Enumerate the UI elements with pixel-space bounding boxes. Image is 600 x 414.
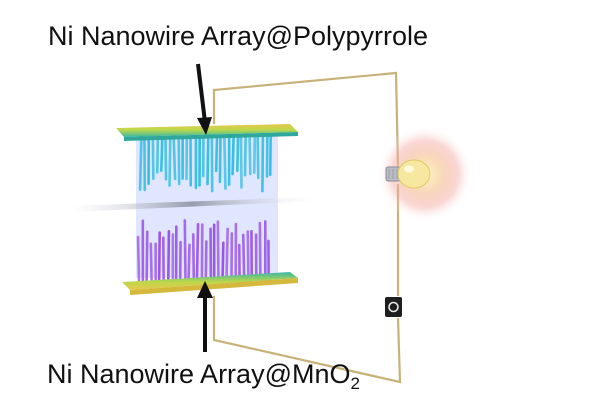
nanowire xyxy=(187,243,191,285)
top-nanowire-array xyxy=(138,135,272,193)
bottom-pointer-arrow xyxy=(197,281,213,352)
bottom-current-collector xyxy=(122,272,298,295)
nanowire xyxy=(191,233,196,285)
nanowire xyxy=(172,135,177,181)
bottom-electrode-label-subscript: 2 xyxy=(350,374,360,393)
nanowire xyxy=(206,135,210,186)
nanowire xyxy=(145,230,149,285)
nanowire xyxy=(157,231,161,285)
separator-sheet xyxy=(66,197,318,212)
nanowire xyxy=(155,135,160,174)
nanowire xyxy=(149,242,153,285)
light-bulb-icon xyxy=(385,159,431,189)
nanowire xyxy=(164,135,168,181)
nanowire xyxy=(218,135,222,184)
nanowire xyxy=(252,135,257,174)
nanowire xyxy=(166,229,171,285)
nanowire xyxy=(204,240,208,285)
top-electrode-label-text: Ni Nanowire Array@Polypyrrole xyxy=(48,21,429,51)
nanowire xyxy=(239,135,243,189)
nanowire xyxy=(183,219,187,285)
nanowire xyxy=(248,135,252,176)
nanowire xyxy=(225,227,229,285)
nanowire xyxy=(258,221,262,285)
nanowire xyxy=(246,230,250,285)
nanowire xyxy=(168,135,172,187)
top-pointer-arrow xyxy=(196,63,212,135)
nanowire xyxy=(231,135,235,176)
nanowire xyxy=(236,135,240,172)
nanowire xyxy=(214,135,219,173)
nanowire xyxy=(136,235,141,285)
nanowire xyxy=(195,222,200,285)
bottom-electrode-label-text: Ni Nanowire Array@MnO xyxy=(47,359,351,389)
nanowire xyxy=(159,135,164,172)
top-electrode-label: Ni Nanowire Array@Polypyrrole xyxy=(48,20,428,52)
nanowire xyxy=(243,135,247,177)
switch-icon xyxy=(385,297,402,317)
nanowire xyxy=(216,220,220,285)
bottom-nanowire-array xyxy=(136,219,270,285)
nanowire xyxy=(138,135,143,191)
bottom-electrode-label: Ni Nanowire Array@MnO2 xyxy=(47,358,360,394)
nanowire xyxy=(223,135,227,190)
nanowire xyxy=(256,135,260,180)
